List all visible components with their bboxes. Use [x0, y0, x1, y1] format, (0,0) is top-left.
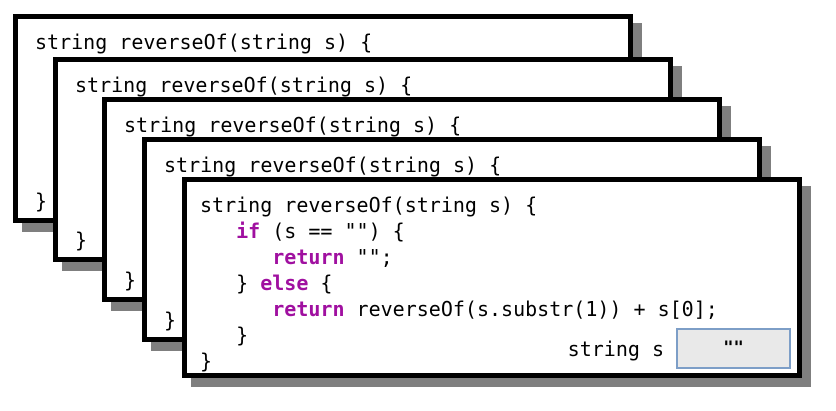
- keyword-return: return: [272, 245, 345, 269]
- function-signature: string reverseOf(string s) {: [35, 30, 373, 54]
- function-signature: string reverseOf(string s) {: [75, 73, 413, 97]
- closing-brace: }: [124, 268, 137, 292]
- closing-brace: }: [164, 308, 177, 332]
- code-text: "";: [344, 245, 393, 269]
- call-stack-frame-active: string reverseOf(string s) { if (s == ""…: [182, 177, 802, 378]
- variable-value: "": [723, 338, 744, 358]
- function-signature: string reverseOf(string s) {: [124, 113, 462, 137]
- code-line-6: }: [200, 322, 797, 348]
- code-text: [200, 297, 272, 321]
- keyword-return: return: [272, 297, 345, 321]
- code-text: }: [200, 271, 261, 295]
- keyword-if: if: [236, 219, 261, 243]
- variable-display: string s "": [568, 328, 791, 369]
- code-text: [200, 245, 272, 269]
- code-line-4: } else {: [200, 270, 797, 296]
- code-block: string reverseOf(string s) { if (s == ""…: [200, 192, 797, 374]
- code-line-1: string reverseOf(string s) {: [200, 192, 797, 218]
- code-text: (s == "") {: [260, 219, 405, 243]
- code-text: reverseOf(s.substr(1)) + s[0];: [344, 297, 718, 321]
- code-text: }: [200, 349, 213, 373]
- code-text: [200, 219, 236, 243]
- code-line-3: return "";: [200, 244, 797, 270]
- code-line-5: return reverseOf(s.substr(1)) + s[0];: [200, 296, 797, 322]
- code-line-7: }: [200, 348, 797, 374]
- code-line-2: if (s == "") {: [200, 218, 797, 244]
- closing-brace: }: [35, 189, 48, 213]
- code-text: {: [308, 271, 333, 295]
- variable-label: string s: [567, 336, 664, 361]
- code-text: string reverseOf(string s) {: [200, 193, 538, 217]
- variable-value-box[interactable]: "": [676, 328, 791, 369]
- code-text: }: [200, 323, 249, 347]
- keyword-else: else: [260, 271, 309, 295]
- closing-brace: }: [75, 228, 88, 252]
- function-signature: string reverseOf(string s) {: [164, 153, 502, 177]
